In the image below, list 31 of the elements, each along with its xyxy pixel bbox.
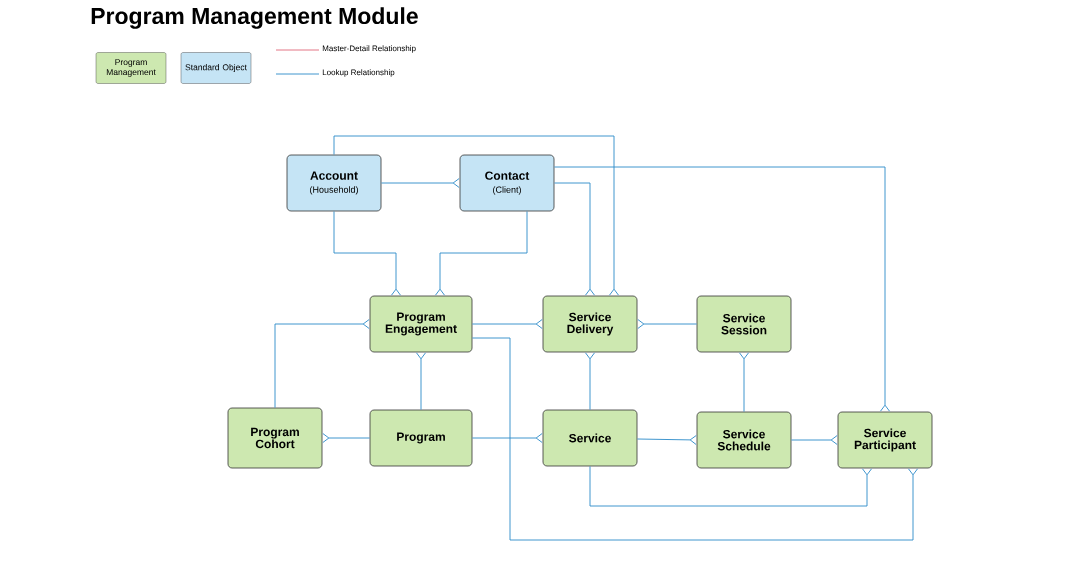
entity-box: Service [542, 409, 638, 467]
entity-box: Program [369, 409, 473, 467]
entity-box: Service Participant [837, 411, 933, 469]
relationship-line [471, 433, 543, 443]
relationship-line [471, 337, 918, 541]
relationship-line [739, 352, 749, 413]
legend-label: Master-Detail Relationship [322, 45, 416, 53]
relationship-line [274, 319, 370, 409]
entity-box: Program Engagement [369, 295, 473, 353]
relationship-line [380, 178, 460, 188]
relationship-line [636, 435, 697, 445]
relationship-line [333, 135, 619, 296]
entity-box: Service Delivery [542, 295, 638, 353]
entity-box: Contact (Client) [459, 154, 555, 212]
relationship-line [435, 210, 528, 296]
entity-box: Account (Household) [286, 154, 382, 212]
relationship-line [471, 319, 543, 329]
relationship-line [637, 319, 698, 329]
relationship-line [553, 182, 595, 296]
title: Program Management Module [91, 7, 418, 29]
relationship-line [790, 435, 838, 445]
relationship-line [589, 465, 872, 507]
legend-label: Lookup Relationship [322, 69, 395, 77]
relationship-line [416, 352, 426, 411]
relationship-line [553, 166, 890, 412]
relationship-line [322, 433, 371, 443]
entity-box: Service Session [696, 295, 792, 353]
entity-box: Service Schedule [696, 411, 792, 469]
relationship-line [333, 210, 401, 296]
relationship-line [585, 352, 595, 411]
entity-box: Program Cohort [227, 407, 323, 469]
